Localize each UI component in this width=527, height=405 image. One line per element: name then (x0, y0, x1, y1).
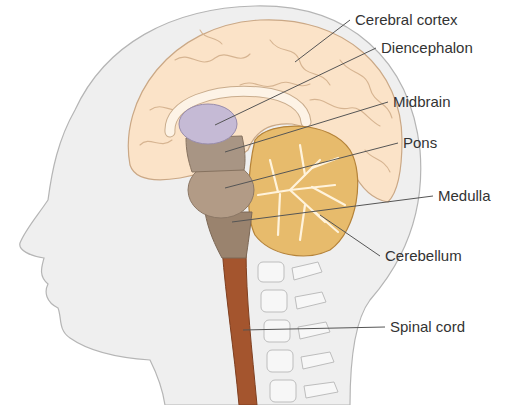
sulcus (365, 150, 390, 172)
part-label: Cerebellum (385, 247, 462, 265)
leader-line (232, 196, 433, 222)
vertebra (267, 350, 293, 372)
vertebrae (258, 262, 338, 402)
arbor-branch (278, 194, 280, 235)
sulcus (270, 40, 330, 85)
part-label: Midbrain (393, 93, 451, 111)
spinous-process (304, 382, 338, 398)
sulcus (340, 60, 392, 118)
leader-line (295, 20, 350, 62)
medulla-shape (205, 212, 252, 258)
sulcus (175, 54, 250, 62)
sulcus (310, 99, 380, 126)
part-label: Pons (403, 134, 437, 152)
leader-line (243, 327, 385, 330)
spinous-process (292, 262, 322, 280)
vertebra (264, 320, 290, 342)
sulcus (140, 140, 172, 145)
spinal-cord-shape (222, 248, 257, 405)
diencephalon-shape (179, 104, 237, 144)
part-label: Cerebral cortex (355, 11, 458, 29)
vertebra (270, 380, 296, 402)
vertebra (258, 262, 284, 282)
cerebellum-shape (249, 126, 358, 256)
leader-line (320, 215, 380, 256)
arbor-branch (300, 205, 305, 240)
arbor-branch (312, 187, 345, 205)
arbor-vitae (258, 145, 345, 240)
part-label: Medulla (438, 187, 491, 205)
vertebra (261, 290, 287, 312)
leader-line (225, 102, 388, 152)
spinous-process (301, 352, 334, 369)
part-label: Spinal cord (390, 318, 465, 336)
leader-lines (215, 20, 433, 330)
spinous-process (295, 292, 326, 309)
leader-line (225, 143, 398, 188)
arbor-branch (300, 145, 305, 175)
part-label: Diencephalon (381, 39, 473, 57)
spinous-process (298, 322, 330, 339)
sulcus (200, 30, 222, 44)
arbor-branch (315, 212, 338, 232)
